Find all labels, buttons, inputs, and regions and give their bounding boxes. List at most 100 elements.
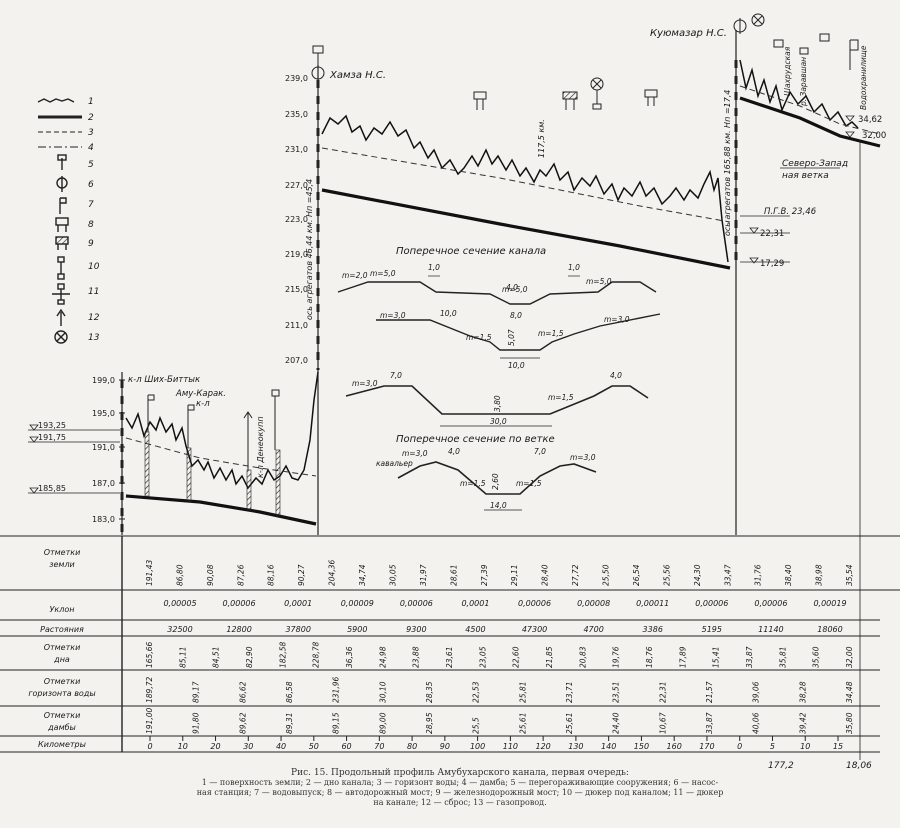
- km-tick-label: 170: [699, 742, 714, 751]
- distance-cell: 4700: [583, 625, 603, 634]
- legend-num: 1: [88, 97, 94, 107]
- culvert-icon: [271, 389, 280, 450]
- bottom-elevation-cell: 19,76: [612, 646, 621, 668]
- water-elevation-cell: 25,81: [518, 682, 527, 703]
- bottom-elevation-cell: 33,87: [745, 646, 754, 668]
- km-tick-label: 0: [737, 742, 742, 751]
- km-tick-label: 10: [178, 742, 188, 751]
- legend-road-bridge-icon: [55, 217, 69, 232]
- water-elevation-cell: 30,10: [378, 681, 387, 703]
- ground-elevation-cell: 27,72: [571, 564, 580, 586]
- legend-num: 9: [88, 239, 94, 249]
- right-water-markers: [740, 115, 855, 264]
- row-label-bottom-2: дна: [53, 655, 70, 664]
- dam-elevation-cell: 25,61: [565, 713, 574, 734]
- bottom-elevation-cell: 24,98: [378, 646, 387, 668]
- distance-cell: 32500: [167, 625, 192, 634]
- legend-culvert-under-icon: [57, 256, 65, 280]
- km-tick-label: 5: [770, 742, 775, 751]
- pgv-label: П.Г.В. 23,46: [764, 207, 817, 217]
- ground-elevation-cell: 33,47: [723, 564, 732, 586]
- ground-elevation-cell: 30,05: [388, 564, 397, 586]
- water-elevation-cell: 86,62: [238, 681, 247, 703]
- bottom-line-left: [125, 494, 317, 526]
- slope-label: m=1,5: [466, 333, 492, 342]
- dam-elevation-cell: 40,06: [752, 712, 761, 734]
- canal-label-amu-karak: Аму-Карак.: [175, 389, 226, 399]
- ground-elevation-cell: 29,11: [510, 565, 519, 586]
- zaravshan-label: р. Заравшан: [799, 57, 808, 107]
- left-axis: [119, 372, 125, 535]
- distance-cell: 3386: [643, 625, 663, 634]
- km-total-2: 18,06: [846, 761, 872, 771]
- slope-label: m=1,5: [516, 479, 542, 488]
- cross-section-3-labels: m=3,0 7,0 3,80 m=1,5 4,0 30,0: [352, 371, 622, 426]
- legend-gas-pipe-icon: [54, 330, 68, 344]
- km-tick-label: 0: [147, 742, 152, 751]
- y-tick-label: 219,0: [285, 250, 308, 259]
- slope-label: m=1,5: [548, 393, 574, 402]
- y-tick-label: 191,0: [92, 443, 115, 452]
- water-level-label: 191,75: [38, 433, 66, 442]
- structure-hatch: [275, 449, 281, 517]
- bottom-elevation-cell: 82,90: [245, 646, 254, 668]
- km-tick-label: 150: [634, 742, 649, 751]
- outlet-icon: [849, 39, 859, 70]
- y-tick-label: 227,0: [285, 181, 308, 190]
- water-elevation-cell: 34,48: [845, 681, 854, 703]
- water-level-label: 22,31: [760, 229, 784, 239]
- y-tick-label: 215,0: [285, 285, 308, 294]
- legend-num: 10: [88, 262, 100, 272]
- row-label-slope: Уклон: [50, 605, 75, 614]
- legend: [37, 98, 82, 344]
- dim-label: 8,0: [510, 311, 522, 320]
- legend-numbers: 1 2 3 4 5 6 7 8 9 10 11 12 13: [88, 97, 100, 343]
- station-hamza: Хамза Н.С.: [329, 70, 386, 81]
- bottom-elevation-cell: 182,58: [278, 642, 287, 668]
- section-branch-title: Поперечное сечение по ветке: [396, 434, 555, 445]
- km-tick-label: 130: [568, 742, 583, 751]
- slope-cell: 0,00006: [223, 599, 256, 608]
- water-elevation-cell: 23,51: [612, 682, 621, 703]
- km-tick-label: 10: [800, 742, 810, 751]
- right-water-levels: 34,62 32,00 22,31 17,29: [760, 115, 886, 269]
- dim-label: 30,0: [490, 417, 507, 426]
- slope-label: m=3,0: [402, 449, 428, 458]
- caption-line: на канале; 12 — сброс; 13 — газопровод.: [373, 798, 547, 807]
- row-label-dam: Отметки: [44, 711, 81, 720]
- bottom-elevation-cell: 23,88: [412, 646, 421, 668]
- km-tick-label: 50: [309, 742, 319, 751]
- cross-section-3: [345, 385, 649, 427]
- legend-gate-icon: [57, 154, 67, 170]
- slope-cell: 0,00006: [518, 599, 551, 608]
- dam-elevation-cell: 33,87: [705, 712, 714, 734]
- dim-label: 7,0: [534, 447, 546, 456]
- figure-caption: Рис. 15. Продольный профиль Амубухарског…: [160, 768, 760, 808]
- ground-elevation-cell: 28,40: [541, 564, 550, 586]
- legend-num: 12: [88, 313, 100, 323]
- water-line-right: [739, 85, 881, 135]
- dam-elevation-cell: 24,40: [612, 712, 621, 734]
- slope-label: m=3,0: [604, 315, 630, 324]
- km-tick-label: 100: [470, 742, 485, 751]
- ground-elevation-cell: 34,74: [358, 564, 367, 586]
- row-label-km: Километры: [38, 740, 86, 749]
- legend-num: 7: [88, 200, 94, 210]
- y-tick-label: 235,0: [285, 110, 308, 119]
- pump-icon-hamza: [311, 45, 325, 82]
- caption-line: 1 — поверхность земли; 2 — дно канала; 3…: [201, 778, 719, 787]
- row-label-ground-2: земли: [49, 560, 75, 569]
- cross-section-2-labels: m=3,0 10,0 m=1,5 5,07 m=1,5 m=3,0 10,0: [380, 309, 630, 370]
- bottom-elevation-cell: 23,05: [478, 646, 487, 668]
- legend-outlet-icon: [59, 197, 67, 214]
- dim-label: 7,0: [390, 371, 402, 380]
- bottom-elevation-cell: 22,60: [512, 646, 521, 668]
- ground-elevation-cell: 88,16: [267, 564, 276, 586]
- canal-label-deneokupi: к-л Денеокупп: [256, 416, 265, 478]
- depth-label: 5,07: [507, 329, 516, 346]
- slope-cell: 0,0001: [461, 599, 489, 608]
- ground-elevation-cell: 87,26: [236, 564, 245, 586]
- km-117-label: 117,5 км.: [537, 119, 546, 158]
- gas-pipe-icon: [751, 13, 765, 27]
- y-tick-label: 199,0: [92, 376, 115, 385]
